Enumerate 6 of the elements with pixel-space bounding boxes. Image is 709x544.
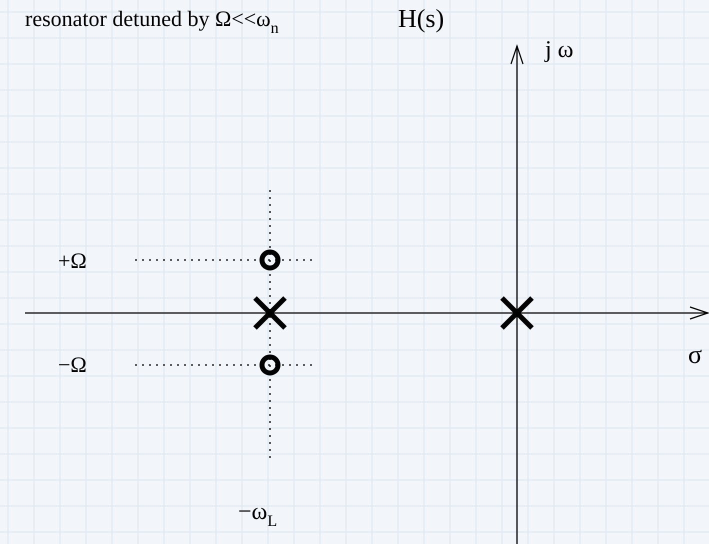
transfer-function-label: H(s): [398, 6, 444, 32]
axis-label: j ω: [545, 38, 574, 62]
tick-label: −ω$_{L}$: [238, 500, 278, 524]
tick-label: +Ω: [58, 250, 87, 272]
axis-label: σ: [688, 342, 702, 368]
tick-label: −Ω: [58, 354, 87, 376]
